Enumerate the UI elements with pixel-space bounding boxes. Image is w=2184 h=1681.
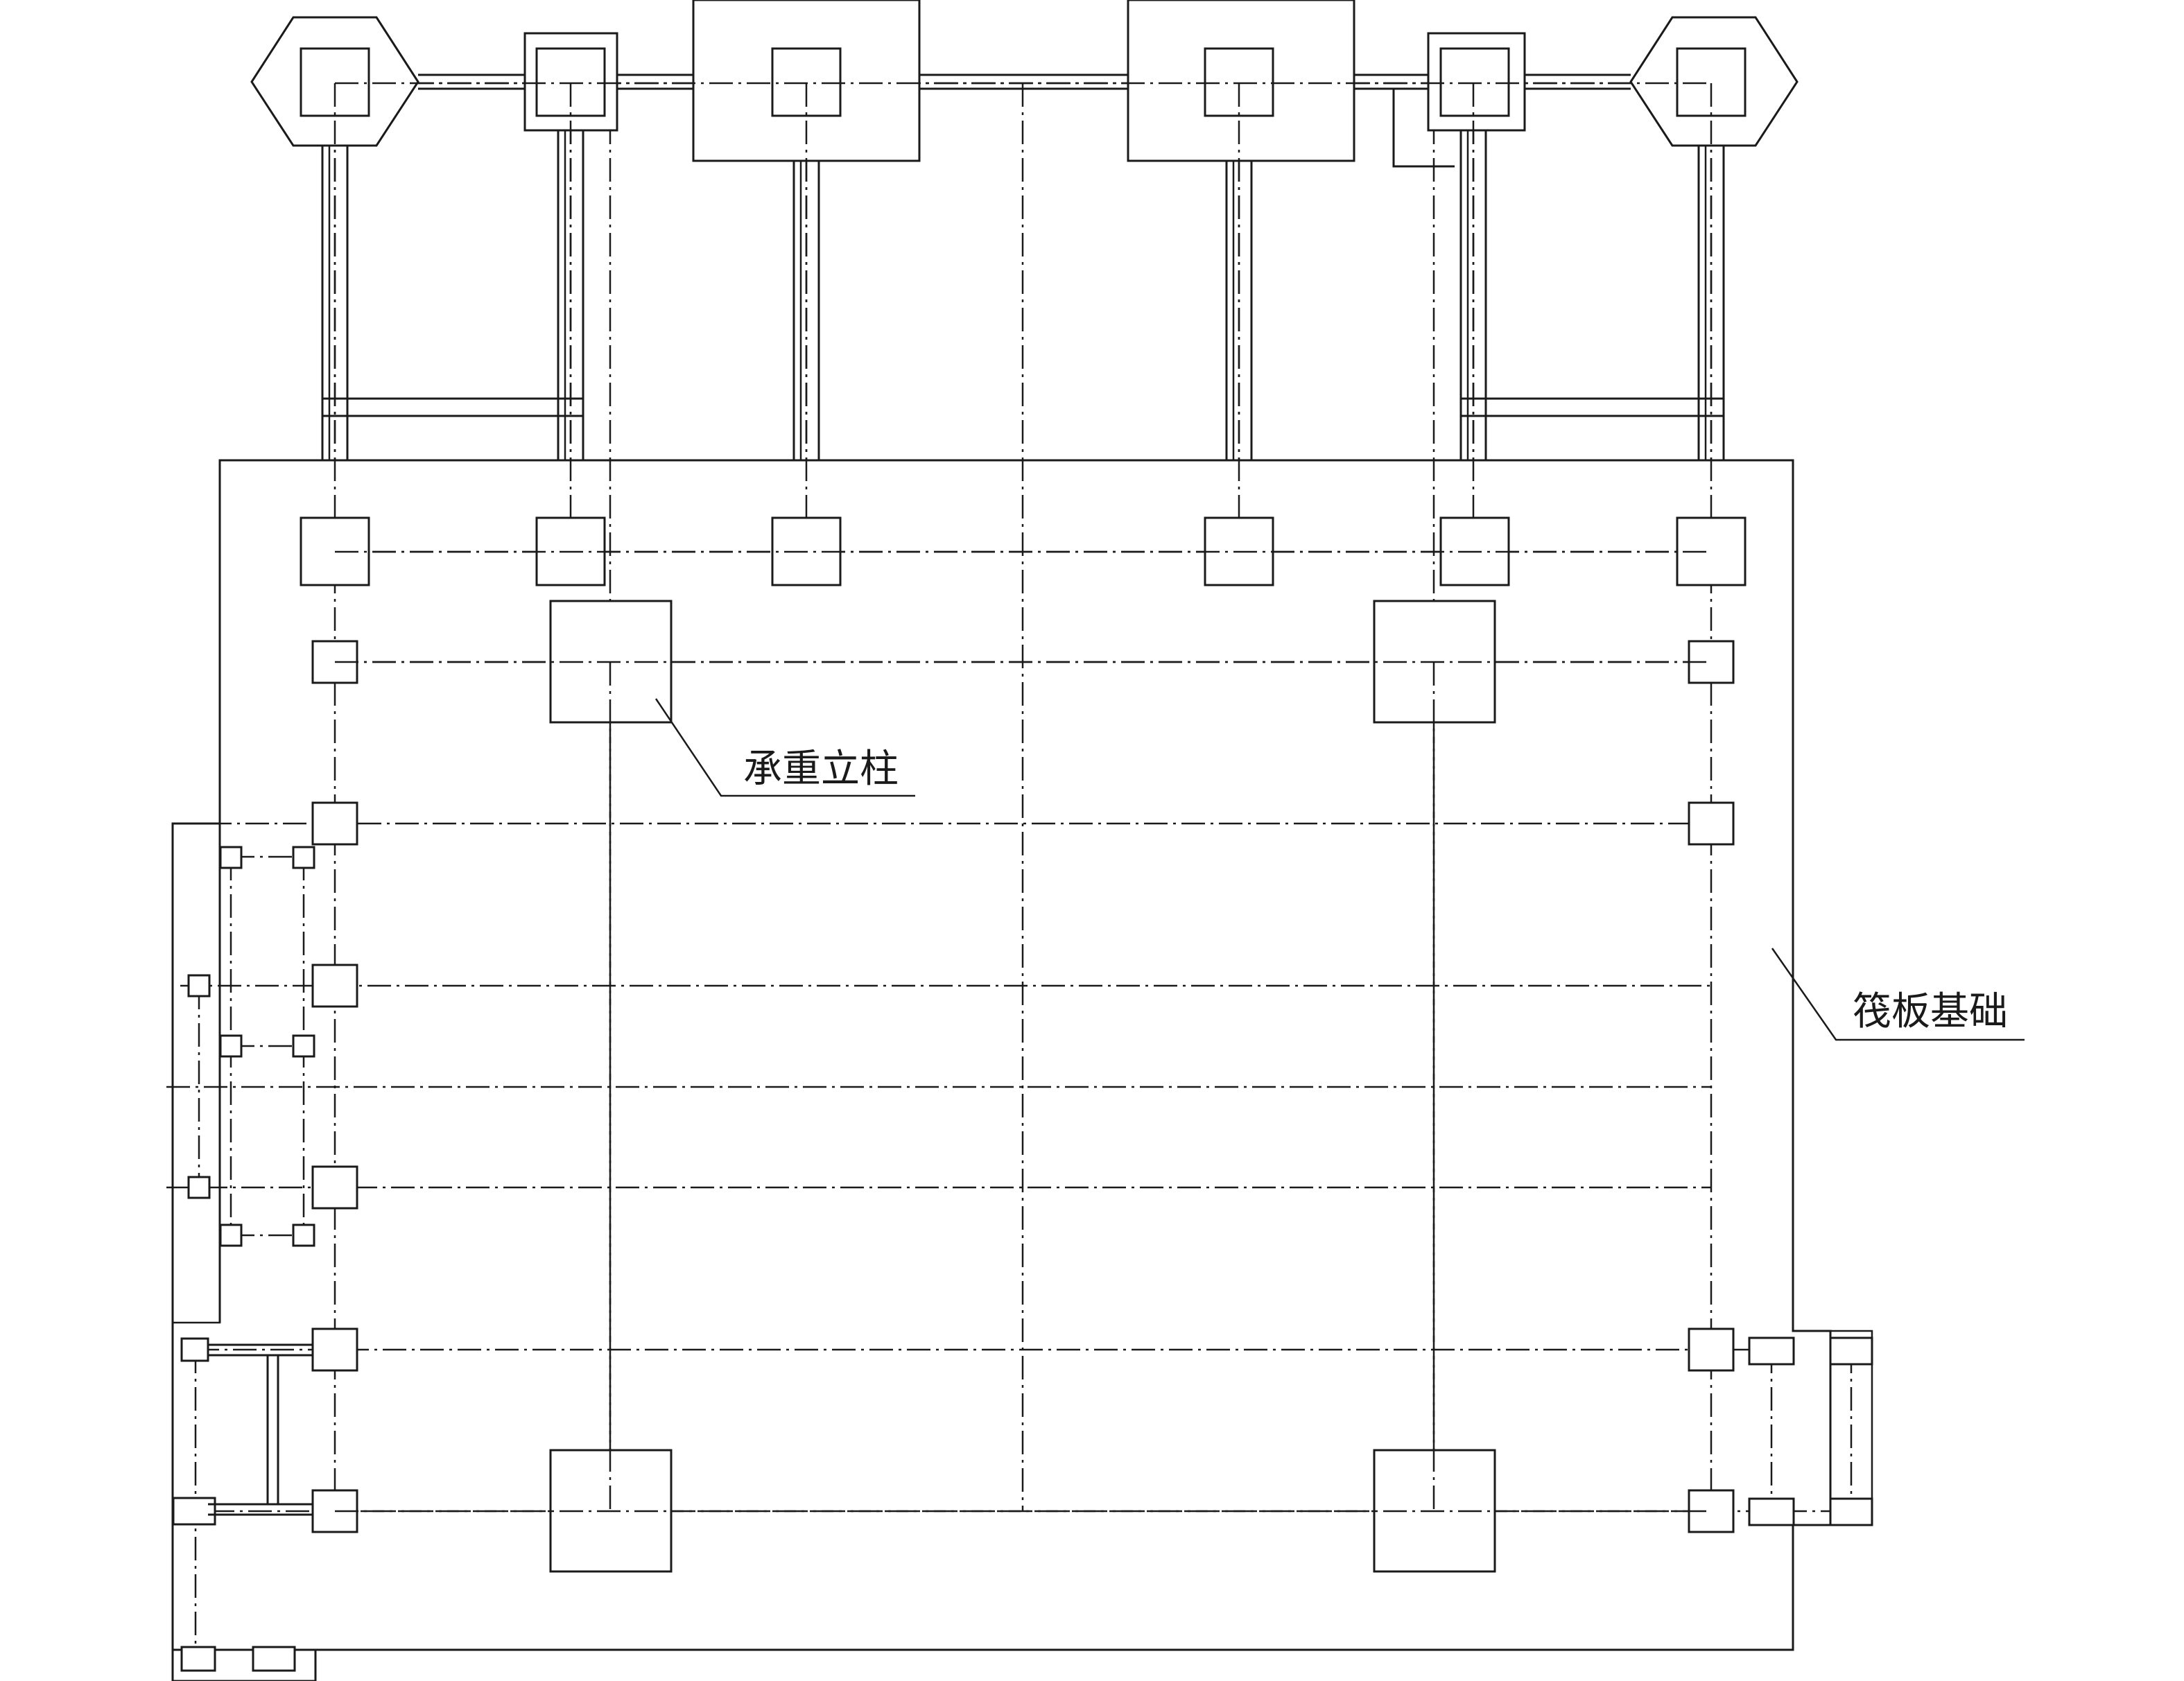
top-tower-structure: [250, 0, 1799, 460]
grid-centerlines: [166, 82, 1853, 1664]
label-raft-foundation: 筏板基础: [1853, 991, 2008, 1034]
raft-columns: [172, 516, 1873, 1672]
raft-foundation-outline: [171, 459, 1873, 1681]
label-load-bearing-column: 承重立柱: [743, 748, 899, 791]
annotation-load-bearing-column: 承重立柱: [655, 698, 915, 797]
annotation-raft-foundation: 筏板基础: [1771, 948, 2025, 1041]
